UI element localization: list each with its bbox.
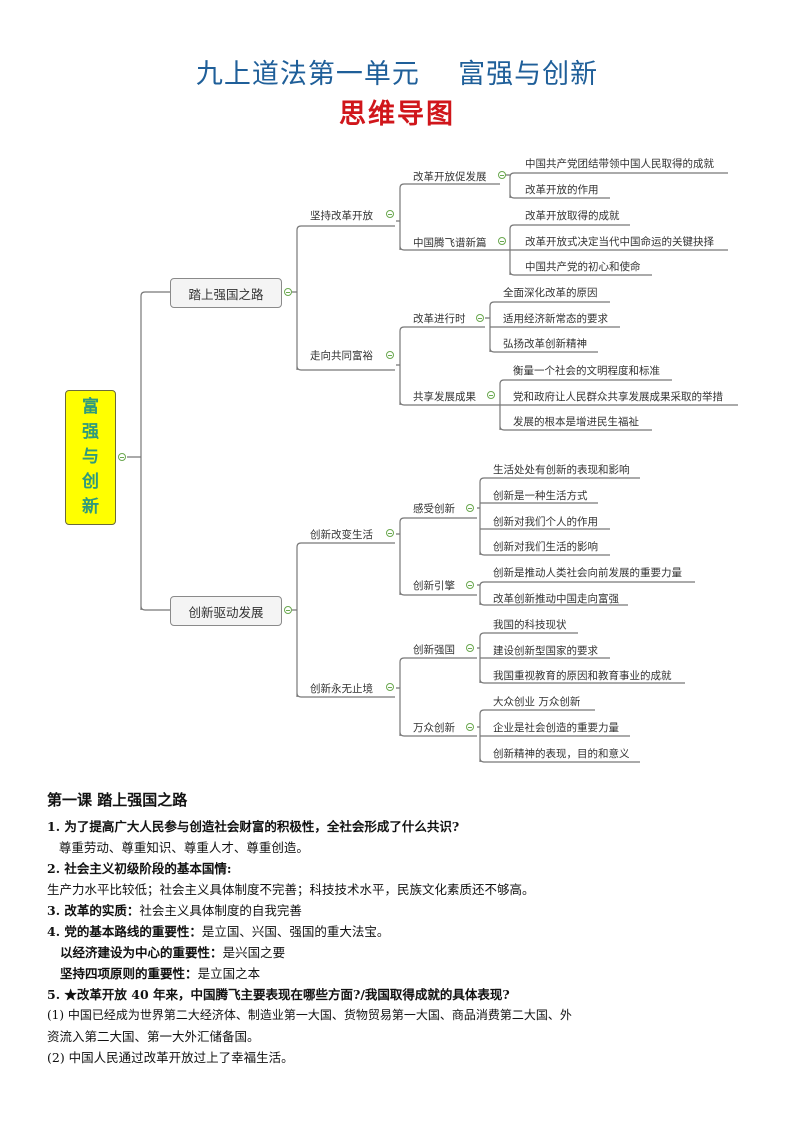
collapse-toggle-icon[interactable] [476,314,484,322]
note-line: (2) 中国人民通过改革开放过上了幸福生活。 [47,1048,294,1067]
note-text: 生产力水平比较低；社会主义具体制度不完善；科技技术水平，民族文化素质还不够高。 [47,882,535,897]
note-text: (1) 中国已经成为世界第二大经济体、制造业第一大国、货物贸易第一大国、商品消费… [47,1008,572,1022]
node-level3[interactable]: 创新引擎 [413,580,455,592]
collapse-toggle-icon[interactable] [466,723,474,731]
note-bold: 1. 为了提高广大人民参与创造社会财富的积极性，全社会形成了什么共识? [47,819,460,834]
root-char: 新 [82,497,99,517]
root-char: 与 [82,447,99,467]
note-line: 1. 为了提高广大人民参与创造社会财富的积极性，全社会形成了什么共识? [47,817,459,836]
note-line: 5. ★改革开放 40 年来，中国腾飞主要表现在哪些方面?/我国取得成就的具体表… [47,985,510,1004]
node-level3[interactable]: 万众创新 [413,722,455,734]
node-leaf[interactable]: 企业是社会创造的重要力量 [493,722,619,734]
note-text: 是兴国之要 [222,945,286,960]
page-subtitle: 思维导图 [339,99,455,130]
node-leaf[interactable]: 中国共产党的初心和使命 [525,261,641,273]
node-leaf[interactable]: 改革开放式决定当代中国命运的关键抉择 [525,236,714,248]
collapse-toggle-icon[interactable] [487,391,495,399]
root-char: 强 [82,422,99,442]
note-bold: 坚持四项原则的重要性： [47,966,198,981]
node-leaf[interactable]: 创新对我们个人的作用 [493,516,598,528]
note-line: 以经济建设为中心的重要性：是兴国之要 [47,943,285,962]
node-leaf[interactable]: 发展的根本是增进民生福祉 [513,416,639,428]
node-level2[interactable]: 走向共同富裕 [310,350,373,362]
note-text: 是立国、兴国、强国的重大法宝。 [201,924,390,939]
collapse-toggle-icon[interactable] [386,351,394,359]
note-line: 尊重劳动、尊重知识、尊重人才、尊重创造。 [47,838,309,857]
node-leaf[interactable]: 创新精神的表现，目的和意义 [493,748,630,760]
node-leaf[interactable]: 创新是一种生活方式 [493,490,588,502]
node-leaf[interactable]: 建设创新型国家的要求 [493,645,598,657]
note-bold: 2. 社会主义初级阶段的基本国情: [47,861,232,876]
root-char: 富 [82,397,99,417]
node-leaf[interactable]: 创新对我们生活的影响 [493,541,598,553]
node-leaf[interactable]: 生活处处有创新的表现和影响 [493,464,630,476]
note-line: 4. 党的基本路线的重要性：是立国、兴国、强国的重大法宝。 [47,922,389,941]
node-leaf[interactable]: 创新是推动人类社会向前发展的重要力量 [493,567,682,579]
note-line: 2. 社会主义初级阶段的基本国情: [47,859,232,878]
note-line: 生产力水平比较低；社会主义具体制度不完善；科技技术水平，民族文化素质还不够高。 [47,880,535,899]
note-line: 3. 改革的实质：社会主义具体制度的自我完善 [47,901,302,920]
node-branch-2[interactable]: 创新驱动发展 [170,596,282,626]
note-bold: 3. 改革的实质： [47,903,140,918]
node-leaf[interactable]: 我国的科技现状 [493,619,567,631]
collapse-toggle-icon[interactable] [466,644,474,652]
note-text: 是立国之本 [197,966,261,981]
collapse-toggle-icon[interactable] [498,171,506,179]
node-leaf[interactable]: 改革创新推动中国走向富强 [493,593,619,605]
collapse-toggle-icon[interactable] [284,288,292,296]
collapse-toggle-icon[interactable] [466,504,474,512]
lesson-heading: 第一课 踏上强国之路 [47,791,188,809]
node-level3[interactable]: 改革进行时 [413,313,466,325]
node-leaf[interactable]: 改革开放取得的成就 [525,210,620,222]
page-title: 九上道法第一单元 富强与创新 [195,59,599,90]
node-level2[interactable]: 创新改变生活 [310,529,373,541]
note-line: 坚持四项原则的重要性：是立国之本 [47,964,260,983]
mindmap-root-node[interactable]: 富 强 与 创 新 [65,390,116,525]
collapse-toggle-icon[interactable] [386,529,394,537]
node-leaf[interactable]: 我国重视教育的原因和教育事业的成就 [493,670,672,682]
node-leaf[interactable]: 改革开放的作用 [525,184,599,196]
note-bold: 5. ★改革开放 40 年来，中国腾飞主要表现在哪些方面?/我国取得成就的具体表… [47,987,510,1002]
collapse-toggle-icon[interactable] [386,210,394,218]
node-leaf[interactable]: 党和政府让人民群众共享发展成果采取的举措 [513,391,723,403]
node-level3[interactable]: 改革开放促发展 [413,171,487,183]
root-char: 创 [82,472,99,492]
node-leaf[interactable]: 全面深化改革的原因 [503,287,598,299]
collapse-toggle-icon[interactable] [466,581,474,589]
node-level3[interactable]: 感受创新 [413,503,455,515]
note-bold: 4. 党的基本路线的重要性： [47,924,202,939]
note-line: 资流入第二大国、第一大外汇储备国。 [47,1027,260,1046]
note-text: 尊重劳动、尊重知识、尊重人才、尊重创造。 [47,840,309,855]
note-line: (1) 中国已经成为世界第二大经济体、制造业第一大国、货物贸易第一大国、商品消费… [47,1006,572,1025]
node-branch-1[interactable]: 踏上强国之路 [170,278,282,308]
note-text: 资流入第二大国、第一大外汇储备国。 [47,1029,260,1044]
node-level3[interactable]: 共享发展成果 [413,391,476,403]
node-leaf[interactable]: 衡量一个社会的文明程度和标准 [513,365,660,377]
node-level2[interactable]: 创新永无止境 [310,683,373,695]
collapse-toggle-icon[interactable] [386,683,394,691]
node-level3[interactable]: 创新强国 [413,644,455,656]
node-level3[interactable]: 中国腾飞谱新篇 [413,237,487,249]
node-level2[interactable]: 坚持改革开放 [310,210,373,222]
node-leaf[interactable]: 适用经济新常态的要求 [503,313,608,325]
node-leaf[interactable]: 大众创业 万众创新 [493,696,581,708]
note-bold: 以经济建设为中心的重要性： [47,945,223,960]
collapse-toggle-icon[interactable] [498,237,506,245]
node-leaf[interactable]: 中国共产党团结带领中国人民取得的成就 [525,158,714,170]
note-text: 社会主义具体制度的自我完善 [139,903,302,918]
collapse-toggle-icon[interactable] [284,606,292,614]
node-leaf[interactable]: 弘扬改革创新精神 [503,338,587,350]
note-text: (2) 中国人民通过改革开放过上了幸福生活。 [47,1050,294,1065]
collapse-toggle-icon[interactable] [118,453,126,461]
